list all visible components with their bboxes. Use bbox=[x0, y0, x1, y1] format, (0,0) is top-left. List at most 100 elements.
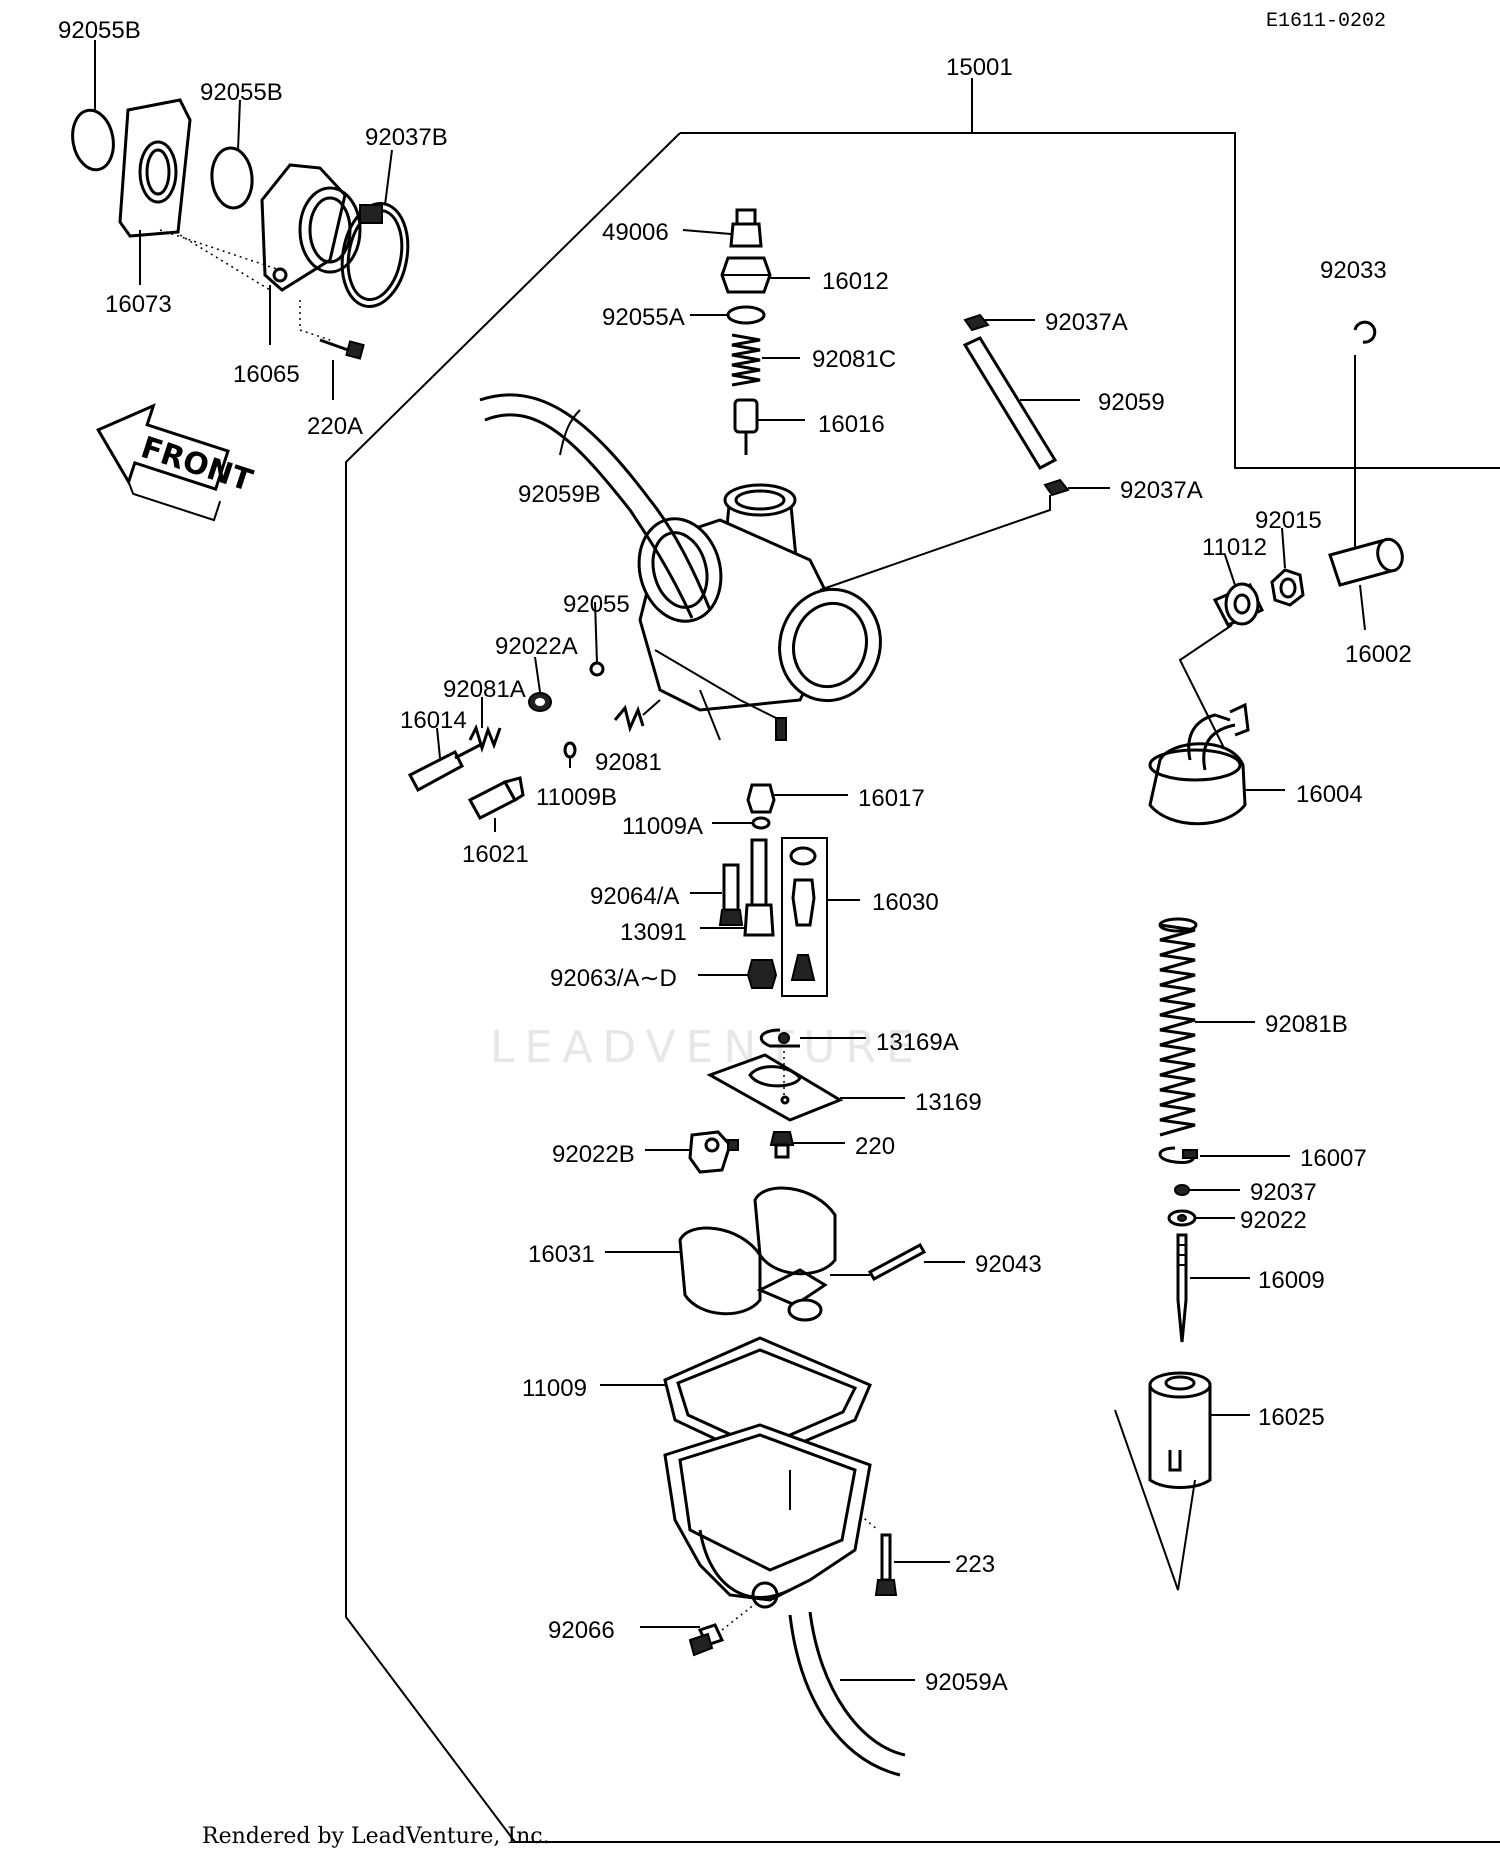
leader-92037B bbox=[384, 149, 393, 206]
o-ring-92055 bbox=[589, 661, 605, 677]
drain-hose-92059A-inner bbox=[808, 1611, 906, 1757]
clip-92033 bbox=[1353, 320, 1377, 344]
hose-clamp-92037B bbox=[340, 201, 410, 309]
screw-220 bbox=[769, 1131, 795, 1159]
screw-223 bbox=[874, 1533, 898, 1596]
carburetor-body bbox=[637, 483, 882, 741]
clip-92037 bbox=[1174, 1184, 1190, 1196]
hose-92059B-inner bbox=[484, 413, 694, 619]
callout-92081C: 92081C bbox=[812, 346, 896, 373]
callout-223: 223 bbox=[955, 1551, 995, 1578]
callout-220: 220 bbox=[855, 1133, 895, 1160]
leader-92081 bbox=[642, 699, 661, 716]
washer-92022-hole bbox=[1177, 1214, 1187, 1222]
screw-220A bbox=[319, 338, 365, 360]
main-jet-92063 bbox=[746, 959, 778, 989]
callout-92022: 92022 bbox=[1240, 1207, 1307, 1234]
pilot-screw-16014 bbox=[407, 743, 481, 793]
o-ring-92055A bbox=[726, 305, 766, 325]
dotted-92066 bbox=[721, 1599, 761, 1631]
callout-16021: 16021 bbox=[462, 841, 529, 868]
retainer-16007 bbox=[1158, 1146, 1198, 1165]
insulator-plate-16073 bbox=[118, 98, 192, 238]
o-ring-92055B-left bbox=[71, 108, 115, 172]
callout-16014: 16014 bbox=[400, 707, 467, 734]
callout-labels: 92055B 92055B 92037B 16073 16065 220A 15… bbox=[58, 17, 1412, 1696]
pin-92043 bbox=[867, 1242, 927, 1282]
callout-16030: 16030 bbox=[872, 889, 939, 916]
float-16031 bbox=[678, 1186, 837, 1322]
front-direction-arrow: FRONT bbox=[96, 403, 257, 522]
float-valve-set-16030 bbox=[781, 837, 828, 997]
cap-16012 bbox=[720, 256, 772, 294]
throttle-valve-16025 bbox=[1148, 1371, 1212, 1489]
leader-92055 bbox=[594, 601, 598, 664]
spacer-11012 bbox=[1212, 582, 1265, 627]
plate-13169 bbox=[706, 1053, 844, 1122]
callout-16012: 16012 bbox=[822, 268, 889, 295]
clip-13169A bbox=[759, 1028, 800, 1048]
callout-92066: 92066 bbox=[548, 1617, 615, 1644]
intake-manifold-16065 bbox=[260, 163, 362, 292]
leader-92055B-2 bbox=[237, 99, 241, 151]
callout-92037A-2: 92037A bbox=[1120, 477, 1203, 504]
callout-92055: 92055 bbox=[563, 591, 630, 618]
vent-tube-92059 bbox=[962, 313, 1070, 497]
routing-16004 bbox=[1178, 624, 1233, 761]
callout-92063AD: 92063/A∼D bbox=[550, 965, 677, 992]
callout-92037B: 92037B bbox=[365, 124, 448, 151]
callout-92081A: 92081A bbox=[443, 676, 526, 703]
footer-credit: Rendered by LeadVenture, Inc. bbox=[202, 1824, 550, 1849]
callout-15001: 15001 bbox=[946, 54, 1013, 81]
callout-11012: 11012 bbox=[1202, 534, 1267, 561]
callout-92055B-1: 92055B bbox=[58, 17, 141, 44]
callout-16009: 16009 bbox=[1258, 1267, 1325, 1294]
callout-92033: 92033 bbox=[1320, 257, 1387, 284]
dotted-223 bbox=[859, 1514, 879, 1531]
o-ring-11009B bbox=[563, 741, 577, 759]
throttle-spring-92081B bbox=[1158, 917, 1198, 1137]
diagram-ref-code: E1611-0202 bbox=[1266, 10, 1386, 33]
float-bowl-gasket-11009 bbox=[663, 1336, 872, 1462]
callout-16017: 16017 bbox=[858, 785, 925, 812]
watermark: LEADVENTURE bbox=[490, 1022, 924, 1073]
vent-routing-line bbox=[819, 495, 1051, 591]
spring-92081C bbox=[731, 333, 761, 387]
plug-16017 bbox=[746, 783, 776, 814]
callout-92022B: 92022B bbox=[552, 1141, 635, 1168]
callout-49006: 49006 bbox=[602, 219, 669, 246]
holder-16016 bbox=[733, 398, 759, 455]
callout-11009B: 11009B bbox=[536, 784, 617, 811]
callout-13169A: 13169A bbox=[876, 1029, 959, 1056]
callout-92059B: 92059B bbox=[518, 481, 601, 508]
dotted-220A bbox=[299, 300, 331, 341]
callout-16073: 16073 bbox=[105, 291, 172, 318]
air-screw-16021 bbox=[467, 776, 525, 820]
spring-92081A bbox=[468, 723, 502, 753]
callout-16065: 16065 bbox=[233, 361, 300, 388]
callout-92081B: 92081B bbox=[1265, 1011, 1348, 1038]
callout-92022A: 92022A bbox=[495, 633, 578, 660]
callout-16025: 16025 bbox=[1258, 1404, 1325, 1431]
drain-hose-92059A bbox=[788, 1614, 901, 1777]
needle-jet-holder-13091 bbox=[743, 838, 775, 937]
callout-92037A-1: 92037A bbox=[1045, 309, 1128, 336]
callout-13091: 13091 bbox=[620, 919, 687, 946]
callout-92043: 92043 bbox=[975, 1251, 1042, 1278]
callout-92055A: 92055A bbox=[602, 304, 685, 331]
callout-92081: 92081 bbox=[595, 749, 662, 776]
callout-92055B-2: 92055B bbox=[200, 79, 283, 106]
callout-92064A: 92064/A bbox=[590, 883, 679, 910]
leader-16002 bbox=[1359, 584, 1366, 631]
callout-220A: 220A bbox=[307, 413, 363, 440]
pipe-16002 bbox=[1328, 537, 1404, 587]
leader-92015 bbox=[1281, 527, 1286, 569]
bracket-92022B bbox=[688, 1130, 739, 1174]
mixing-chamber-top-16004 bbox=[1148, 702, 1250, 826]
callout-92059A: 92059A bbox=[925, 1669, 1008, 1696]
o-ring-92055B-right bbox=[210, 146, 254, 210]
callout-92037: 92037 bbox=[1250, 1179, 1317, 1206]
callout-16007: 16007 bbox=[1300, 1145, 1367, 1172]
callout-11009A: 11009A bbox=[622, 813, 703, 840]
